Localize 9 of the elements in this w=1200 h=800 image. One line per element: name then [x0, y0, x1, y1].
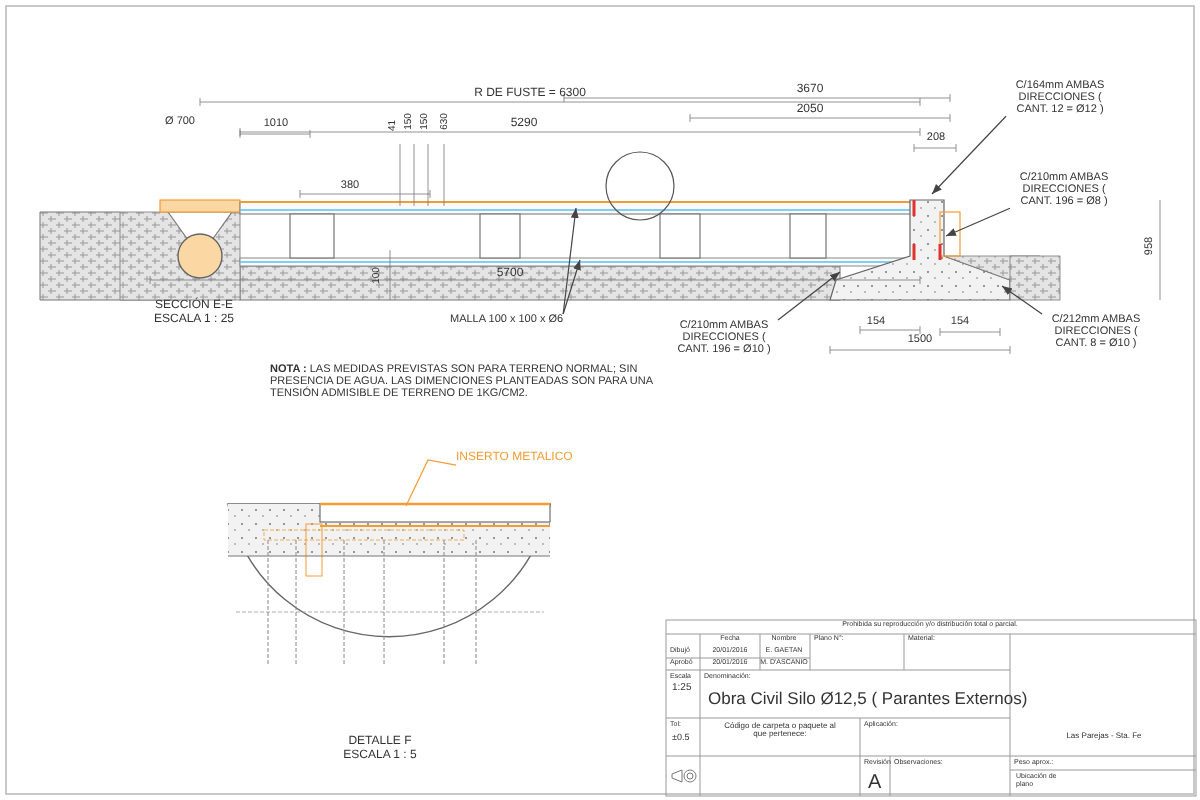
drawing-title: Obra Civil Silo Ø12,5 ( Parantes Externos) [708, 690, 1028, 709]
leader-line [931, 115, 1007, 195]
leader-line [405, 459, 457, 507]
leader-line [1001, 285, 1043, 315]
leader-line [777, 271, 841, 321]
leader-line [562, 259, 581, 315]
leader-line [945, 207, 1011, 237]
revision-letter: A [868, 772, 882, 794]
leader-line [562, 207, 579, 315]
